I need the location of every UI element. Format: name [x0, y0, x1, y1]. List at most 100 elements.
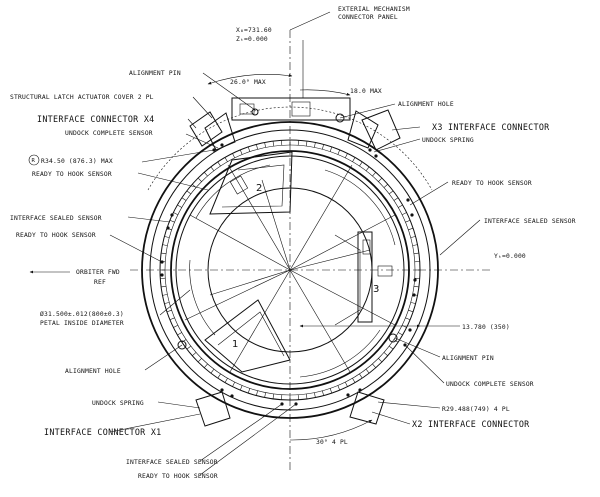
ring-tick [256, 144, 258, 150]
label-external-mechanism: EXTERIAL MECHANISM [338, 6, 410, 13]
external-connector-panel [231, 97, 351, 121]
latch-actuator-cover-right [347, 110, 379, 149]
label-alignment-hole-top: ALIGNMENT HOLE [398, 101, 454, 108]
alignment-hole-bottom [177, 340, 187, 350]
ring-tick [166, 309, 172, 313]
ring-tick [378, 358, 383, 363]
label-interface-connector-x2: X2 INTERFACE CONNECTOR [412, 419, 530, 429]
ring-tick [410, 302, 416, 304]
label-petal-diameter: Ø31.500±.012(800±0.3) [40, 310, 124, 318]
ring-tick [204, 172, 208, 177]
max-envelope-arc [147, 106, 433, 191]
ring-tick [306, 141, 308, 147]
label-interface-connector-x1: INTERFACE CONNECTOR X1 [44, 427, 162, 437]
ring-tick [192, 352, 197, 356]
ring-tick [224, 378, 228, 383]
ring-tick [217, 161, 221, 167]
label-alignment-hole-bottom: ALIGNMENT HOLE [65, 368, 121, 375]
ring-tick [393, 197, 399, 201]
label-ready-hook-right-1: READY TO HOOK SENSOR [452, 180, 532, 187]
label-orbiter-fwd: ORBITER FWD [76, 269, 120, 276]
ring-tick [169, 317, 175, 321]
ring-tick [352, 157, 356, 162]
ring-tick [388, 190, 394, 195]
ring-tick [408, 227, 414, 231]
ring-tick [345, 153, 348, 159]
label-interface-connector-x3: X3 INTERFACE CONNECTOR [432, 122, 550, 132]
labels: EXTERIAL MECHANISM CONNECTOR PANEL X₀=73… [10, 6, 576, 480]
ring-tick [217, 373, 221, 379]
ring-tick [162, 244, 168, 246]
ring-tick [388, 345, 394, 350]
ring-tick [314, 392, 316, 398]
ring-tick [359, 161, 363, 167]
ring-tick [247, 146, 251, 152]
label-r29: R29.488(749) 4 PL [442, 406, 510, 413]
ring-tick [232, 381, 235, 387]
latch-actuator-cover-left [204, 112, 236, 151]
ring-tick [365, 368, 370, 374]
label-petal-3: 3 [373, 284, 379, 295]
ring-tick [173, 212, 179, 215]
label-undock-complete-bottom: UNDOCK COMPLETE SENSOR [446, 381, 534, 388]
ring-tick [181, 197, 187, 201]
ring-tick [405, 219, 411, 223]
label-yt: Yₜ=0.000 [494, 253, 526, 260]
interface-connector-x3-housing [361, 109, 401, 151]
label-angle-18: 18.0 MAX [350, 88, 382, 95]
ring-tick [186, 190, 192, 195]
ring-tick [173, 325, 179, 328]
petal-3 [334, 231, 373, 326]
ring-tick [405, 317, 411, 321]
ring-tick [186, 345, 192, 350]
label-angle-26: 26.0° MAX [230, 78, 266, 86]
leader-lines [109, 72, 481, 476]
label-interface-sealed-right: INTERFACE SEALED SENSOR [484, 218, 576, 225]
alignment-pin-top [251, 108, 259, 116]
label-ready-hook-left-1: READY TO HOOK SENSOR [32, 171, 112, 178]
ring-tick [412, 294, 418, 296]
label-angle-30: 30° 4 PL [316, 438, 348, 446]
ring-tick [314, 142, 316, 148]
ring-tick [352, 378, 356, 383]
interface-connector-x1-housing [195, 391, 231, 427]
label-petal-1: 1 [232, 339, 238, 350]
alignment-hole-top [335, 113, 345, 123]
ring-tick [164, 236, 170, 238]
ring-tick [197, 177, 202, 182]
alignment-pin-bottom [388, 333, 398, 343]
interface-connector-x2-housing [349, 391, 385, 425]
ring-tick [401, 212, 407, 215]
ring-tick [383, 184, 388, 188]
label-petal-inside: PETAL INSIDE DIAMETER [40, 320, 124, 327]
ring-tick [322, 390, 324, 396]
label-interface-sealed-bottom: INTERFACE SEALED SENSOR [126, 459, 218, 466]
ring-tick [264, 142, 266, 148]
ring-tick [383, 352, 388, 356]
ring-tick [161, 252, 167, 254]
ring-tick [365, 166, 370, 172]
ring-tick [398, 204, 403, 208]
ring-tick [408, 309, 414, 313]
svg-text:R: R [32, 158, 36, 164]
ring-tick [329, 388, 333, 394]
ring-tick [412, 244, 418, 246]
ring-tick [272, 141, 274, 147]
ring-tick [337, 149, 341, 155]
label-undock-spring-bottom: UNDOCK SPRING [92, 400, 144, 407]
label-connector-panel: CONNECTOR PANEL [338, 14, 398, 21]
label-ready-hook-left-2: READY TO HOOK SENSOR [16, 232, 96, 239]
ring-tick [410, 236, 416, 238]
ring-tick [401, 325, 407, 328]
ring-tick [306, 393, 308, 399]
petal-1 [204, 299, 291, 373]
ring-tick [224, 157, 228, 162]
ring-tick [181, 339, 187, 343]
label-ready-hook-bottom: READY TO HOOK SENSOR [138, 473, 218, 480]
ring-tick [197, 358, 202, 363]
radius-callout: R R34.50 (876.3) MAX [28, 154, 113, 166]
label-dim-13780: 13.780 (350) [462, 324, 510, 331]
ring-tick [322, 144, 324, 150]
ring-tick [204, 363, 208, 368]
sensor-dots [160, 143, 417, 406]
